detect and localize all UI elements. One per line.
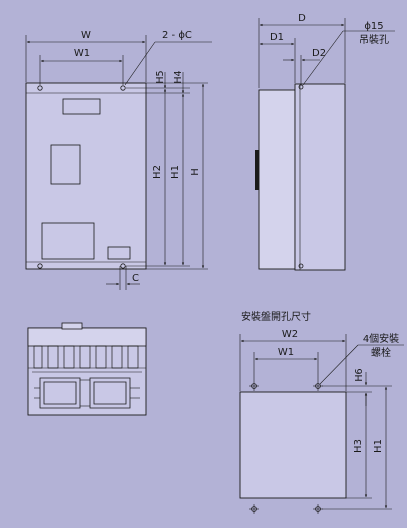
dim-cutout-h1-label: H1 [373,439,384,453]
holes-leader [124,41,156,86]
lifting-hole-bottom [298,263,304,269]
dim-h3-label: H3 [353,439,364,453]
dim-h5-label: H5 [155,70,166,83]
front-mount-hole-top-right [120,85,126,91]
holes-label: 2 - ϕC [162,30,192,41]
bolt-top-left [249,381,259,391]
lifting-hole-label: 吊裝孔 [359,33,389,46]
front-mount-hole-top-left [37,85,43,91]
dim-h4-label: H4 [173,70,184,83]
bottom-view-top-band [27,327,147,347]
front-terminal-window [41,222,95,260]
side-panel-thin [258,89,296,270]
dim-h6-label: H6 [354,368,365,381]
dim-w1-label: W1 [74,48,90,59]
front-panel-body [25,82,147,270]
side-connector [255,150,259,190]
front-mount-hole-bottom-left [37,263,43,269]
dim-h1-label: H1 [170,165,181,179]
front-view: W W1 2 - ϕC H5 H4 H2 H1 H C [25,30,212,290]
dim-h2-label: H2 [152,165,163,179]
cutout-view: 安裝盤開孔尺寸 W2 W1 4個安裝 [239,310,404,514]
bolts-label-line2: 螺栓 [371,346,391,359]
bolts-leader [319,344,359,385]
dim-cutout-w1-label: W1 [278,347,294,358]
front-keypad-window [50,144,81,185]
dim-w2-label: W2 [282,329,298,340]
bolts-label-line1: 4個安裝 [363,332,399,345]
cable-box-right [89,377,131,409]
dim-d-label: D [298,13,306,24]
dim-h-label: H [190,168,201,176]
dim-d2-label: D2 [312,48,326,59]
front-small-window [107,246,131,260]
lifting-hole-leader [302,30,344,86]
front-mount-hole-bottom-right [120,263,126,269]
dim-d1-label: D1 [270,32,284,43]
side-panel-body [294,83,346,271]
side-view: D D1 D2 ϕ15 吊裝孔 [255,13,395,271]
lifting-hole-size: ϕ15 [364,21,383,32]
dim-c-label: C [132,273,139,284]
bolt-bottom-right [313,504,323,514]
dim-w-label: W [81,30,91,41]
bolt-bottom-left [249,504,259,514]
bottom-view [27,322,147,416]
bolt-top-right [313,381,323,391]
cutout-title: 安裝盤開孔尺寸 [241,310,311,323]
cutout-rect [239,391,347,499]
bottom-view-notch [61,322,83,330]
front-display-window [62,98,101,115]
